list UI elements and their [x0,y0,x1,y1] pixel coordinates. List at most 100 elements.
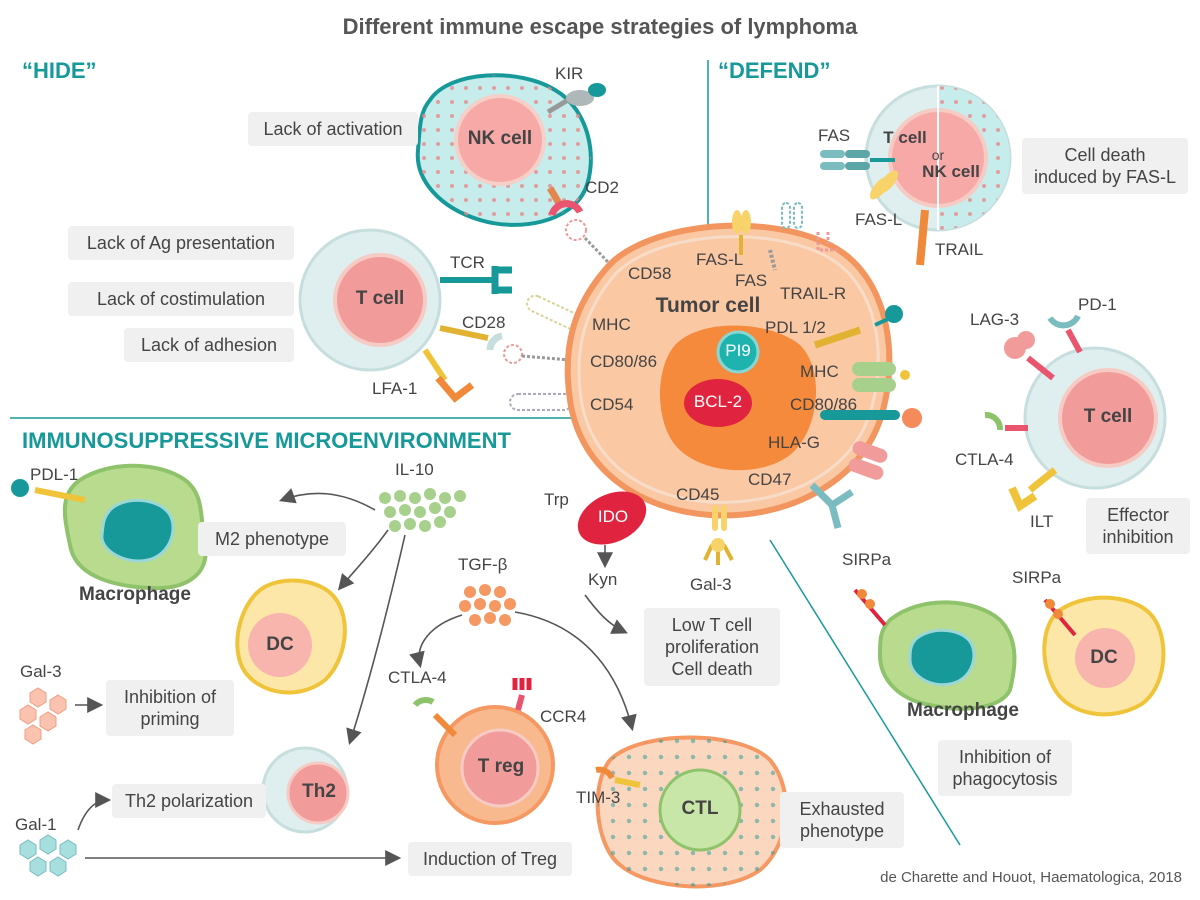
box-exhausted-phenotype: Exhausted phenotype [780,792,904,848]
bcl2-molecule [684,379,752,427]
arrow-kyn-lowt [584,594,628,634]
t-cell-left [298,228,442,372]
box-lowt-line1: Low T cell [671,615,753,635]
t-or-nk-label-nk: NK cell [922,162,980,181]
pd1-receptor [1047,314,1083,354]
box-effector-line2: inhibition [1102,527,1174,547]
ctla4-treg-receptor [412,697,458,738]
label-ccr4: CCR4 [540,707,587,726]
label-kir: KIR [555,64,584,83]
citation-credit: de Charette and Houot, Haematologica, 20… [880,869,1182,886]
lfa1-receptor [422,348,475,403]
label-trail-right: TRAIL [935,240,984,259]
label-trp: Trp [544,490,569,509]
label-fas-right: FAS [818,126,851,145]
il10-dots [379,488,466,532]
box-induction-treg: Induction of Treg [408,842,572,876]
th2-cell [261,746,350,834]
arrow-il10-dc [337,529,389,591]
box-priming-line1: Inhibition of [123,687,217,707]
pdl1-ligand [11,479,86,503]
cd45-ligand [712,505,727,531]
hlag-ligand [848,441,888,480]
label-pdl12: PDL 1/2 [765,318,826,337]
label-pd1: PD-1 [1078,295,1117,314]
fasl-ligand-right [869,170,899,200]
gal1-hexagons [19,834,77,877]
label-cd54: CD54 [590,395,634,414]
label-cd28: CD28 [462,313,506,332]
label-cd8086-left: CD80/86 [590,352,658,371]
label-tcr: TCR [450,253,485,272]
ido-enzyme [577,491,647,545]
dc-left-label: DC [266,634,294,655]
tgfb-dots [459,584,516,626]
label-ctla4-right: CTLA-4 [955,450,1014,469]
ilt-receptor [1008,467,1058,512]
mhc-right [852,362,910,392]
cd8086-right [820,408,922,428]
gal3-bottom [703,538,734,565]
divider-diagonal [769,539,961,846]
arrow-gal1-th2 [77,792,112,831]
pi9-label: PI9 [725,341,751,360]
nk-cell-label: NK cell [467,128,533,149]
box-exhausted-line2: phenotype [799,821,885,841]
label-mhc-right: MHC [800,362,839,381]
box-lack-costimulation: Lack of costimulation [68,282,294,316]
kir-receptor [546,83,606,115]
nk-cell [415,73,593,227]
treg-label: T reg [477,756,525,777]
box-cell-death-fasl: Cell death induced by FAS-L [1022,138,1188,194]
cd28-receptor [439,325,571,364]
label-ilt: ILT [1030,512,1054,531]
cd54-missing [509,393,573,411]
section-defend: “DEFEND” [718,58,831,83]
pdl12-ligand [813,305,903,349]
box-lack-ag-presentation: Lack of Ag presentation [68,226,294,260]
macrophage-right [877,600,1017,711]
cd2-receptor [546,186,584,217]
fas-top-receptor [768,202,803,271]
box-cell-death-fasl-line2: induced by FAS-L [1033,167,1177,187]
sirpa-receptor-2 [1043,598,1077,637]
box-effector-inhibition: Effector inhibition [1086,498,1190,554]
macrophage-left-label: Macrophage [79,584,191,605]
label-hlag: HLA-G [768,433,820,452]
box-m2-phenotype: M2 phenotype [198,522,346,556]
label-ctla4-treg: CTLA-4 [388,668,447,687]
box-inhibition-priming: Inhibition of priming [106,680,234,736]
label-cd47: CD47 [748,470,792,489]
label-kyn: Kyn [588,570,618,589]
box-priming-line2: priming [140,709,200,729]
label-fasl-right: FAS-L [855,210,903,229]
label-lfa1: LFA-1 [372,379,418,398]
t-or-nk-cell [864,84,1012,232]
section-hide: “HIDE” [22,58,97,83]
arrow-tgfb-treg [409,614,463,669]
box-exhausted-line1: Exhausted [799,799,885,819]
cd58-ligand-missing [565,219,610,264]
t-cell-right [1023,346,1167,490]
tim3-receptor [595,766,641,788]
box-inhibition-phagocytosis: Inhibition of phagocytosis [938,740,1072,796]
label-cd45: CD45 [676,485,720,504]
arrow-il10-th2 [346,534,406,746]
ido-label: IDO [597,507,629,526]
fasl-top-ligand [732,210,751,255]
label-fas-top: FAS [735,271,768,290]
bcl2-label: BCL-2 [693,392,743,411]
arrow-il10-m2 [278,488,376,511]
label-cd2: CD2 [585,178,620,197]
trail-r-missing [816,232,840,252]
dc-right-label: DC [1090,647,1118,668]
t-cell-left-label: T cell [355,288,405,309]
box-th2-polarization: Th2 polarization [112,784,266,818]
label-gal1: Gal-1 [15,815,57,834]
label-cd8086-right: CD80/86 [790,395,858,414]
ctl-cell [595,735,788,889]
label-sirpa-1: SIRPa [842,550,892,569]
label-tim3: TIM-3 [576,788,621,807]
label-gal3-bottom: Gal-3 [690,575,732,594]
